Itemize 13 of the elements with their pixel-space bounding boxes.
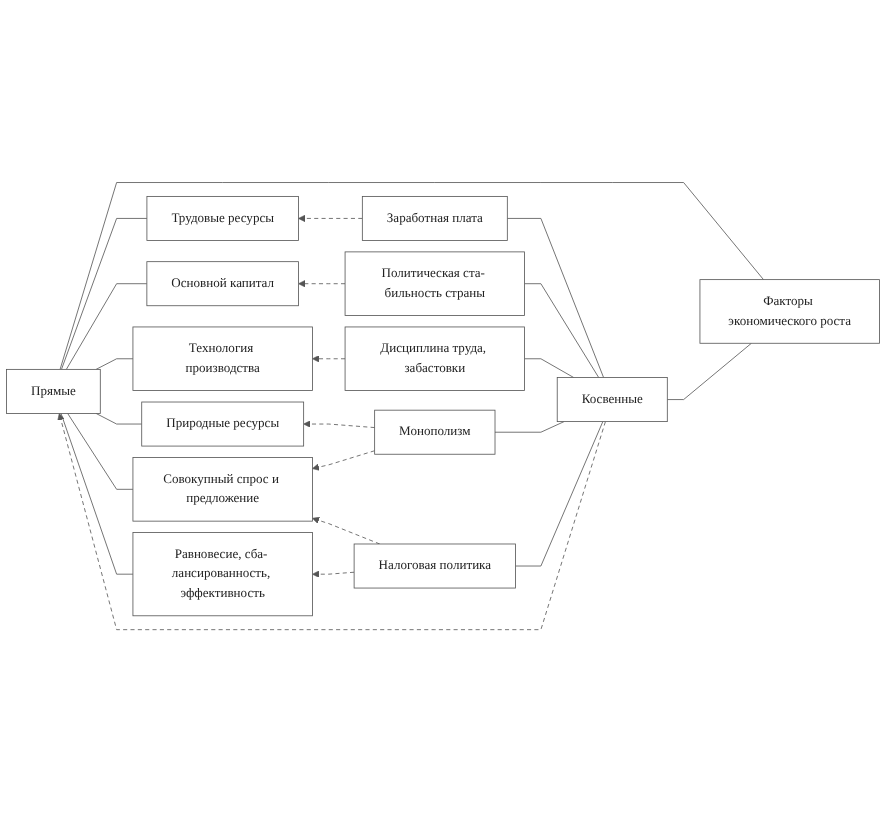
- connector: [506, 218, 604, 379]
- connector: [61, 218, 148, 371]
- connector: [524, 284, 600, 379]
- connector: [65, 284, 148, 371]
- connector: [95, 359, 134, 371]
- connector: [67, 413, 134, 491]
- connector: [60, 413, 134, 576]
- connector: [494, 422, 565, 434]
- connector: [666, 343, 752, 401]
- connector: [95, 413, 143, 426]
- connector: [59, 183, 764, 371]
- connector: [515, 422, 604, 568]
- connector: [524, 359, 575, 379]
